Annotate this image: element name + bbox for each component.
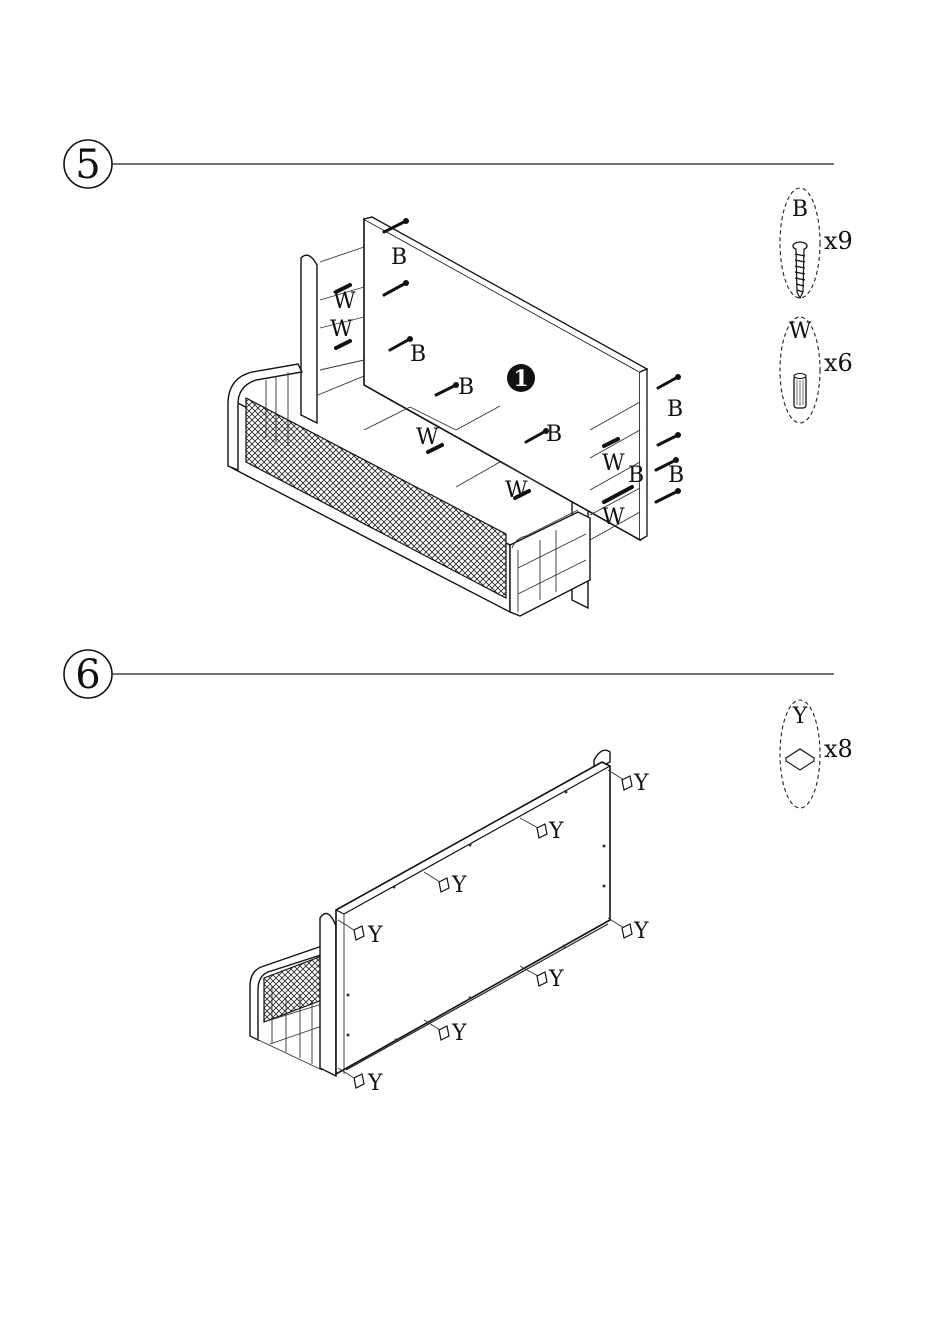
callout-w: W <box>505 478 528 503</box>
parts-legend-step-5: B x9 W x6 <box>780 188 853 423</box>
callout-w: W <box>330 317 353 342</box>
callout-y: Y <box>548 819 564 844</box>
part-code: Y <box>792 704 808 729</box>
callout-y: Y <box>451 1021 467 1046</box>
callout-w: W <box>602 451 625 476</box>
part-w-legend: W x6 <box>780 317 853 423</box>
callout-b: B <box>668 463 684 488</box>
panel-marker: 1 <box>507 364 535 392</box>
callout-w: W <box>333 289 356 314</box>
callout-y: Y <box>367 923 383 948</box>
callout-y: Y <box>451 873 467 898</box>
part-quantity: x8 <box>824 735 853 763</box>
left-upright <box>320 914 336 1077</box>
part-code: B <box>792 197 808 222</box>
part-b-legend: B x9 <box>780 188 853 298</box>
callout-b: B <box>667 397 683 422</box>
callout-b: B <box>391 245 407 270</box>
bench-frame-step-5: B B B B B B B W W W W W W 1 <box>228 217 684 616</box>
callout-y: Y <box>633 919 649 944</box>
callout-b: B <box>410 342 426 367</box>
callout-y: Y <box>633 771 649 796</box>
back-panel <box>336 762 610 1074</box>
panel-number: 1 <box>513 366 528 392</box>
callout-b: B <box>628 463 644 488</box>
step-6: 6 Y x8 <box>64 650 853 1096</box>
part-quantity: x6 <box>824 349 853 377</box>
callout-b: B <box>458 375 474 400</box>
part-y-legend: Y x8 <box>780 700 853 808</box>
bench-frame-step-6: Y Y Y Y Y Y Y Y <box>250 750 649 1096</box>
part-code: W <box>789 319 812 344</box>
step-number: 6 <box>75 652 100 698</box>
screw-icon <box>793 242 807 298</box>
callout-w: W <box>602 505 625 530</box>
step-5: 5 B x9 W x6 <box>64 140 853 616</box>
left-back-upright <box>301 255 317 423</box>
callout-y: Y <box>548 967 564 992</box>
callout-y: Y <box>367 1071 383 1096</box>
felt-pad-icon <box>786 749 814 770</box>
wooden-dowel-icon <box>794 374 806 409</box>
callout-w: W <box>416 425 439 450</box>
part-quantity: x9 <box>824 227 853 255</box>
step-number: 5 <box>75 142 100 188</box>
callout-b: B <box>546 422 562 447</box>
